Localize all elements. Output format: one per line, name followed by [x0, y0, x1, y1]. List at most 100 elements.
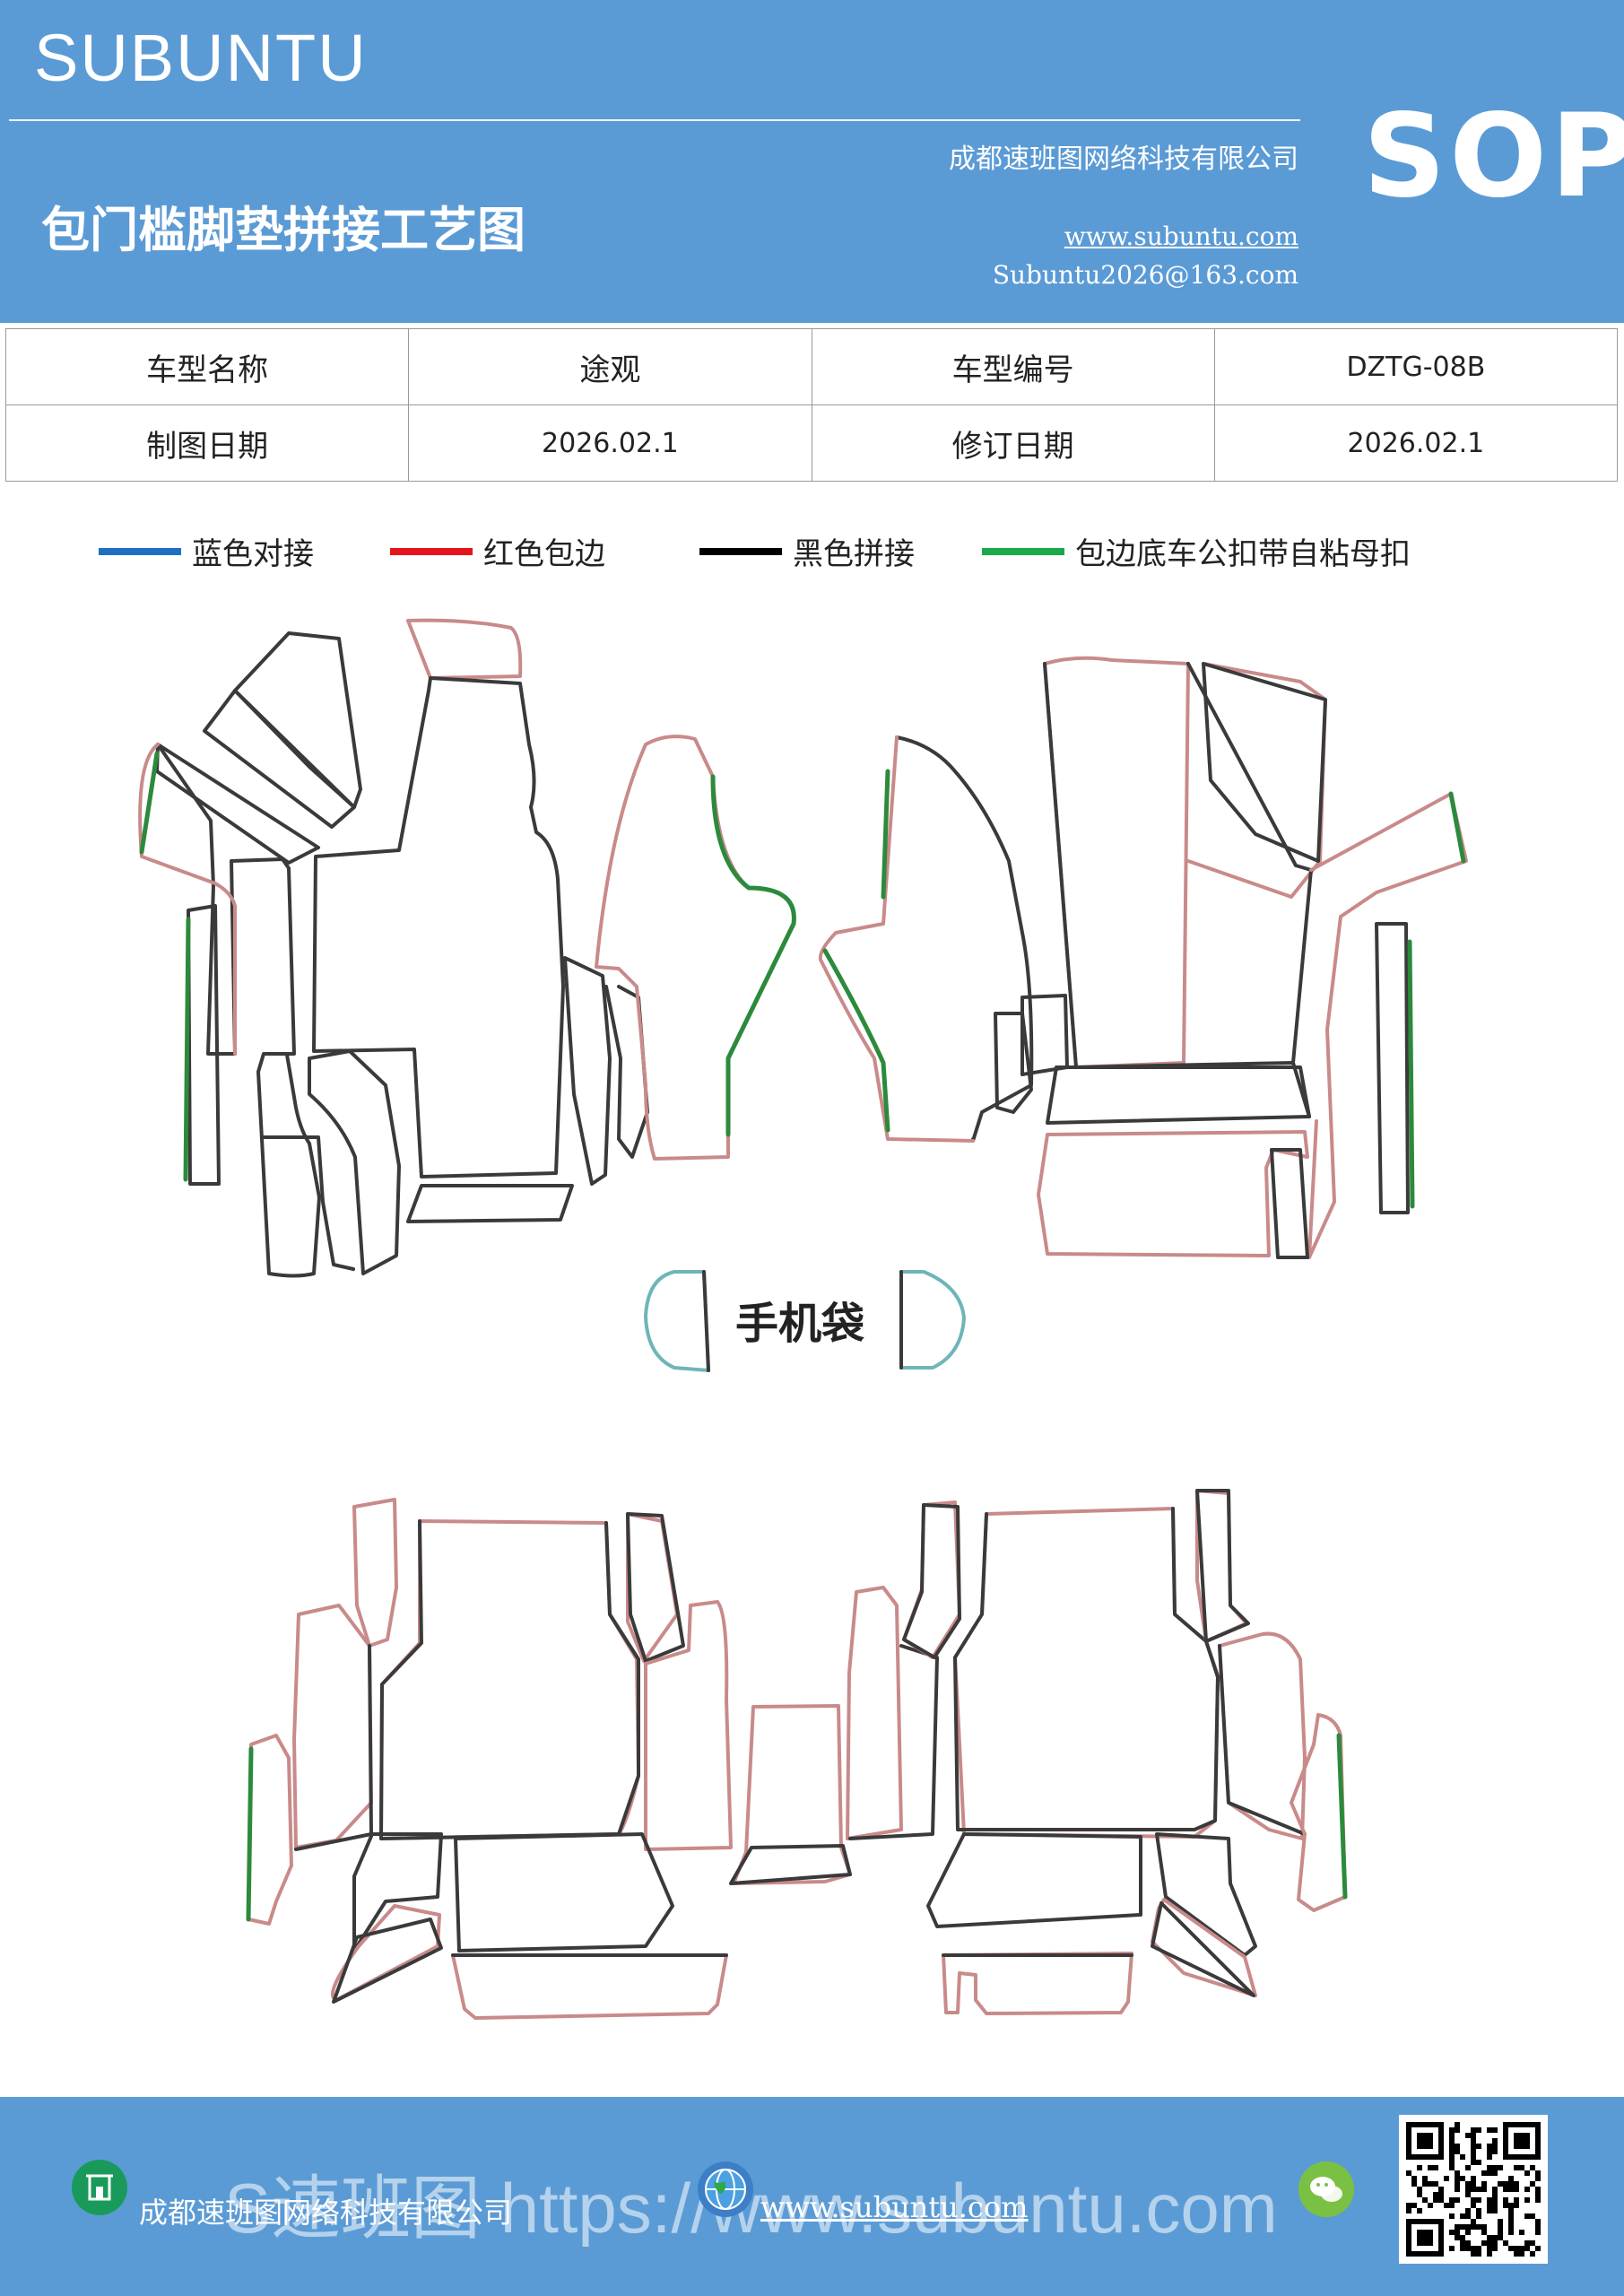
mat-piece [732, 1704, 852, 1885]
qr-module [1449, 2149, 1455, 2154]
rear-left-mat-group [246, 1498, 733, 2020]
mat-piece [818, 735, 975, 1143]
mat-piece [406, 618, 523, 680]
qr-module [1535, 2176, 1541, 2181]
qr-module [1519, 2251, 1524, 2257]
qr-module [1406, 2170, 1411, 2176]
qr-module [1460, 2235, 1465, 2240]
table-cell: DZTG-08B [1213, 328, 1619, 405]
qr-module [1455, 2187, 1460, 2192]
qr-module [1438, 2192, 1444, 2197]
color-legend: 蓝色对接 红色包边 黑色拼接 包边底车公扣带自粘母扣 [0, 529, 1624, 574]
mat-piece [352, 1832, 443, 1952]
qr-module [1422, 2176, 1428, 2181]
qr-module [1476, 2144, 1481, 2149]
qr-module [1508, 2208, 1514, 2213]
qr-finder-module [1417, 2230, 1433, 2246]
qr-module [1530, 2213, 1535, 2219]
qr-module [1465, 2230, 1471, 2235]
qr-module [1449, 2133, 1455, 2138]
qr-module [1455, 2149, 1460, 2154]
footer-website-link[interactable]: www.subuntu.com [760, 2190, 1029, 2224]
mat-piece [1336, 1733, 1348, 1900]
qr-module [1508, 2213, 1514, 2219]
qr-module [1417, 2187, 1422, 2192]
mat-piece [895, 735, 1034, 1143]
qr-module [1428, 2165, 1433, 2170]
legend-swatch [982, 547, 1064, 555]
qr-module [1428, 2203, 1433, 2208]
qr-module [1524, 2187, 1530, 2192]
qr-module [1465, 2133, 1471, 2138]
qr-module [1449, 2197, 1455, 2203]
table-cell: 2026.02.1 [408, 404, 812, 482]
mat-piece [262, 1135, 355, 1271]
mat-piece [312, 676, 565, 1178]
document-title: 包门槛脚垫拼接工艺图 [41, 201, 525, 258]
qr-module [1433, 2192, 1438, 2197]
mat-piece [644, 1600, 733, 1851]
qr-module [1530, 2251, 1535, 2257]
mat-piece [331, 1904, 441, 2002]
legend-label: 蓝色对接 [192, 536, 314, 572]
qr-module [1460, 2246, 1465, 2251]
qr-module [1487, 2127, 1492, 2133]
qr-module [1455, 2181, 1460, 2187]
qr-module [1449, 2203, 1455, 2208]
qr-module [1492, 2235, 1498, 2240]
qr-module [1411, 2176, 1417, 2181]
qr-module [1535, 2224, 1541, 2230]
legend-label: 红色包边 [483, 536, 605, 572]
qr-module [1492, 2165, 1498, 2170]
mat-piece [926, 1832, 1142, 1928]
qr-module [1460, 2240, 1465, 2246]
mat-piece [848, 1644, 939, 1840]
qr-finder-module [1514, 2133, 1530, 2149]
mat-piece [379, 1519, 640, 1840]
qr-module [1417, 2165, 1422, 2170]
qr-module [1433, 2181, 1438, 2187]
qr-module [1438, 2187, 1444, 2192]
qr-module [1449, 2127, 1455, 2133]
qr-module [1449, 2138, 1455, 2144]
qr-module [1406, 2203, 1411, 2208]
header-website-link[interactable]: www.subuntu.com [1064, 222, 1298, 251]
table-cell: 修订日期 [811, 404, 1215, 482]
qr-module [1471, 2160, 1476, 2165]
qr-module [1455, 2144, 1460, 2149]
table-cell: 制图日期 [4, 404, 410, 482]
mat-piece [626, 1512, 685, 1663]
qr-module [1535, 2197, 1541, 2203]
legend-swatch [390, 547, 473, 555]
wechat-icon [1298, 2161, 1354, 2217]
qr-module [1487, 2154, 1492, 2160]
qr-module [1455, 2122, 1460, 2127]
qr-module [1449, 2230, 1455, 2235]
qr-module [1455, 2230, 1460, 2235]
qr-module [1460, 2176, 1465, 2181]
qr-code-graphic [1406, 2122, 1541, 2257]
mat-piece [156, 743, 321, 1278]
qr-module [1422, 2181, 1428, 2187]
qr-module [1476, 2208, 1481, 2213]
qr-module [1465, 2208, 1471, 2213]
qr-module [1444, 2203, 1449, 2208]
header-banner: SUBUNTU 包门槛脚垫拼接工艺图 成都速班图网络科技有限公司 www.sub… [0, 0, 1624, 323]
qr-module [1460, 2154, 1465, 2160]
mat-piece [138, 743, 237, 1056]
qr-module [1487, 2170, 1492, 2176]
qr-module [1519, 2165, 1524, 2170]
table-row: 制图日期 2026.02.1 修订日期 2026.02.1 [4, 404, 1619, 482]
qr-module [1476, 2160, 1481, 2165]
qr-module [1514, 2203, 1519, 2208]
qr-module [1508, 2187, 1514, 2192]
qr-module [1476, 2127, 1481, 2133]
qr-module [1514, 2197, 1519, 2203]
mat-piece [1151, 1901, 1255, 1997]
qr-module [1487, 2235, 1492, 2240]
qr-module [1492, 2187, 1498, 2192]
qr-module [1487, 2165, 1492, 2170]
qr-module [1476, 2197, 1481, 2203]
qr-module [1465, 2165, 1471, 2170]
qr-module [1471, 2144, 1476, 2149]
